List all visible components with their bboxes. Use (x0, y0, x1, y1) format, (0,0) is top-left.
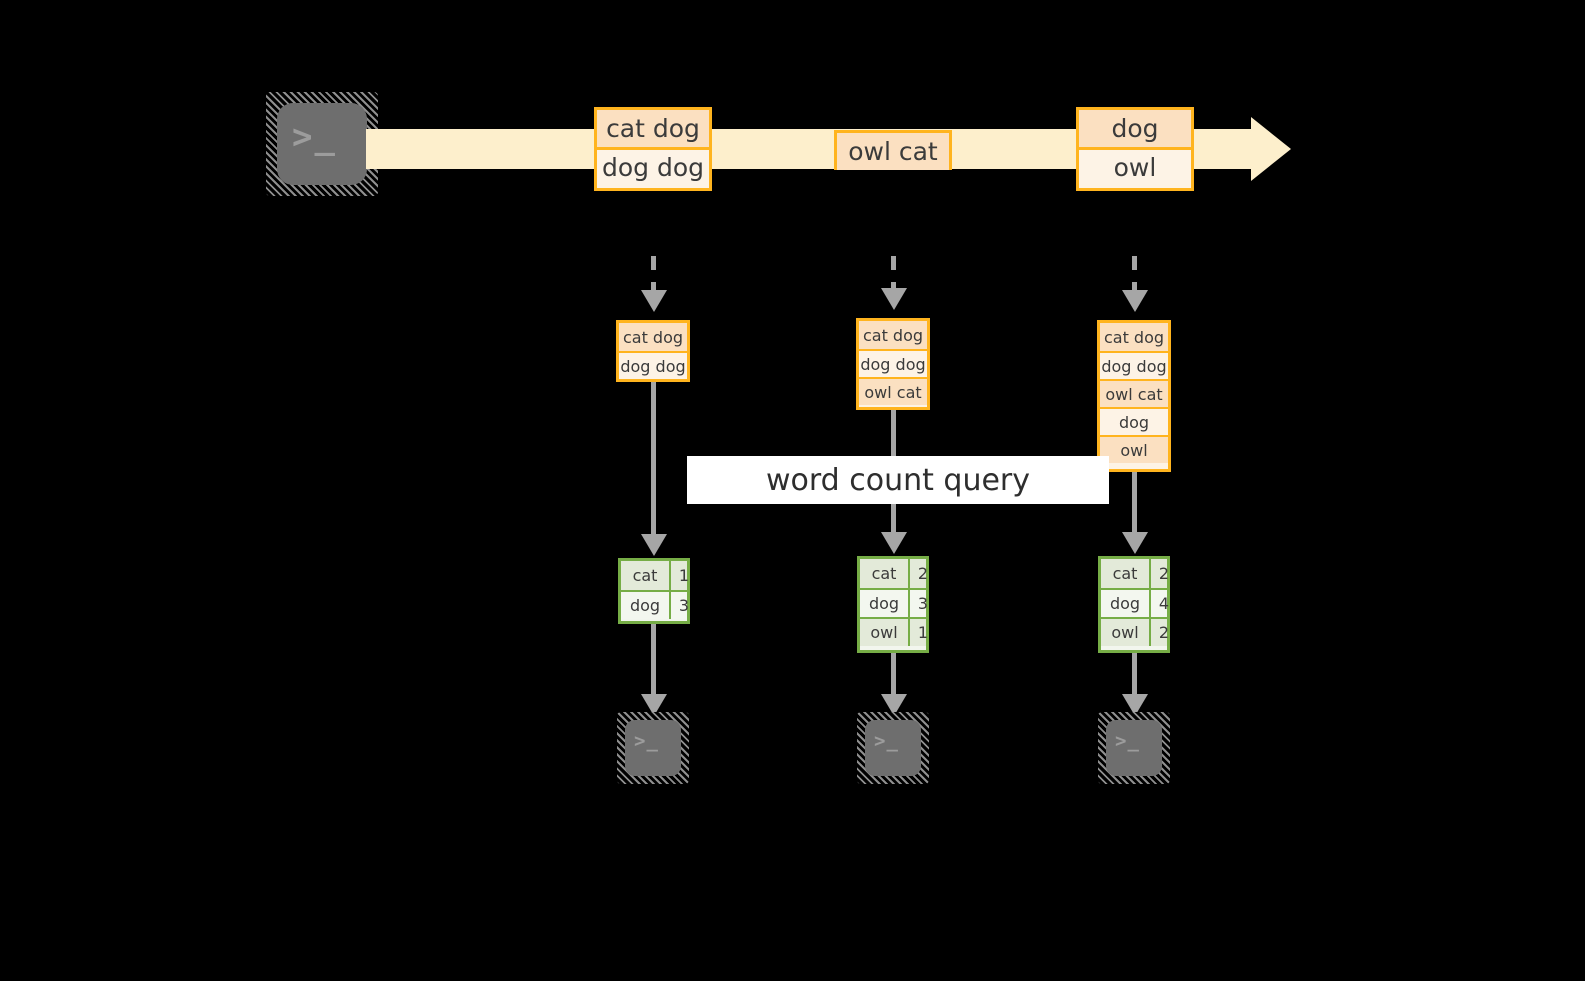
result-row: cat 2 (860, 559, 928, 588)
sink-connector-2 (891, 653, 896, 701)
result-count: 2 (908, 559, 936, 588)
prompt-glyph: >_ (292, 117, 337, 157)
result-row: cat 2 (1101, 559, 1169, 588)
input-table-row: dog (1100, 407, 1168, 435)
result-count: 4 (1149, 590, 1177, 617)
prompt-glyph: >_ (634, 730, 659, 752)
terminal-face (625, 720, 681, 776)
result-word: owl (1111, 623, 1139, 642)
input-table-row: owl (1100, 435, 1168, 463)
input-table-row: dog dog (1100, 351, 1168, 379)
sink-terminal-icon-2: >_ (857, 712, 929, 784)
input-table-row: cat dog (859, 321, 927, 349)
stream-message-2: owl cat (834, 130, 952, 170)
input-table-row: dog dog (859, 349, 927, 377)
trigger-2-dashed-line (891, 256, 896, 294)
sink-connector-1 (651, 624, 656, 700)
result-count: 2 (1149, 559, 1177, 588)
terminal-face (1106, 720, 1162, 776)
result-word: cat (871, 564, 897, 583)
sink-connector-2-arrowhead (881, 694, 907, 716)
result-count: 1 (908, 619, 936, 646)
result-word: cat (632, 566, 658, 585)
terminal-face (277, 103, 367, 185)
result-count: 1 (669, 561, 697, 590)
input-table-3: cat dog dog dog owl cat dog owl (1097, 320, 1171, 472)
trigger-1-arrowhead (641, 290, 667, 312)
input-table-row: cat dog (1100, 323, 1168, 351)
trigger-3-dashed-line (1132, 256, 1137, 294)
input-table-row: dog dog (619, 351, 687, 379)
prompt-glyph: >_ (874, 730, 899, 752)
stream-message-line: dog (1079, 110, 1191, 147)
stream-message-3: dog owl (1076, 107, 1194, 191)
query-label: word count query (765, 462, 1031, 498)
input-table-row: cat dog (619, 323, 687, 351)
input-stream-arrow-head (1251, 117, 1291, 181)
result-count: 3 (669, 592, 697, 619)
result-row: cat 1 (621, 561, 689, 590)
source-terminal-icon: >_ (266, 92, 378, 196)
result-word: cat (1112, 564, 1138, 583)
result-table-3: cat 2 dog 4 owl 2 (1098, 556, 1170, 653)
query-band: word count query (687, 456, 1109, 504)
trigger-3-arrowhead (1122, 290, 1148, 312)
sink-connector-3-arrowhead (1122, 694, 1148, 716)
stream-message-line: owl (1079, 147, 1191, 184)
sink-terminal-icon-1: >_ (617, 712, 689, 784)
result-count: 3 (908, 590, 936, 617)
result-row: dog 3 (860, 588, 928, 617)
terminal-face (865, 720, 921, 776)
result-table-2: cat 2 dog 3 owl 1 (857, 556, 929, 653)
result-table-1: cat 1 dog 3 (618, 558, 690, 624)
stream-message-1: cat dog dog dog (594, 107, 712, 191)
sink-connector-3 (1132, 653, 1137, 701)
trigger-1-dashed-line (651, 256, 656, 294)
result-word: dog (629, 596, 661, 615)
result-row: dog 3 (621, 590, 689, 619)
query-connector-2-arrowhead (881, 532, 907, 554)
stream-message-line: dog dog (597, 147, 709, 184)
result-row: owl 2 (1101, 617, 1169, 646)
sink-terminal-icon-3: >_ (1098, 712, 1170, 784)
query-connector-1-arrowhead (641, 534, 667, 556)
result-row: dog 4 (1101, 588, 1169, 617)
result-row: owl 1 (860, 617, 928, 646)
query-connector-1 (651, 382, 656, 540)
query-connector-3-arrowhead (1122, 532, 1148, 554)
input-table-row: owl cat (1100, 379, 1168, 407)
trigger-2-arrowhead (881, 288, 907, 310)
query-connector-3 (1132, 472, 1137, 538)
result-word: dog (1109, 594, 1141, 613)
prompt-glyph: >_ (1115, 730, 1140, 752)
input-table-1: cat dog dog dog (616, 320, 690, 382)
sink-connector-1-arrowhead (641, 694, 667, 716)
input-table-2: cat dog dog dog owl cat (856, 318, 930, 410)
result-word: dog (868, 594, 900, 613)
input-table-row: owl cat (859, 377, 927, 405)
stream-message-line: owl cat (837, 133, 949, 170)
result-word: owl (870, 623, 898, 642)
result-count: 2 (1149, 619, 1177, 646)
stream-message-line: cat dog (597, 110, 709, 147)
